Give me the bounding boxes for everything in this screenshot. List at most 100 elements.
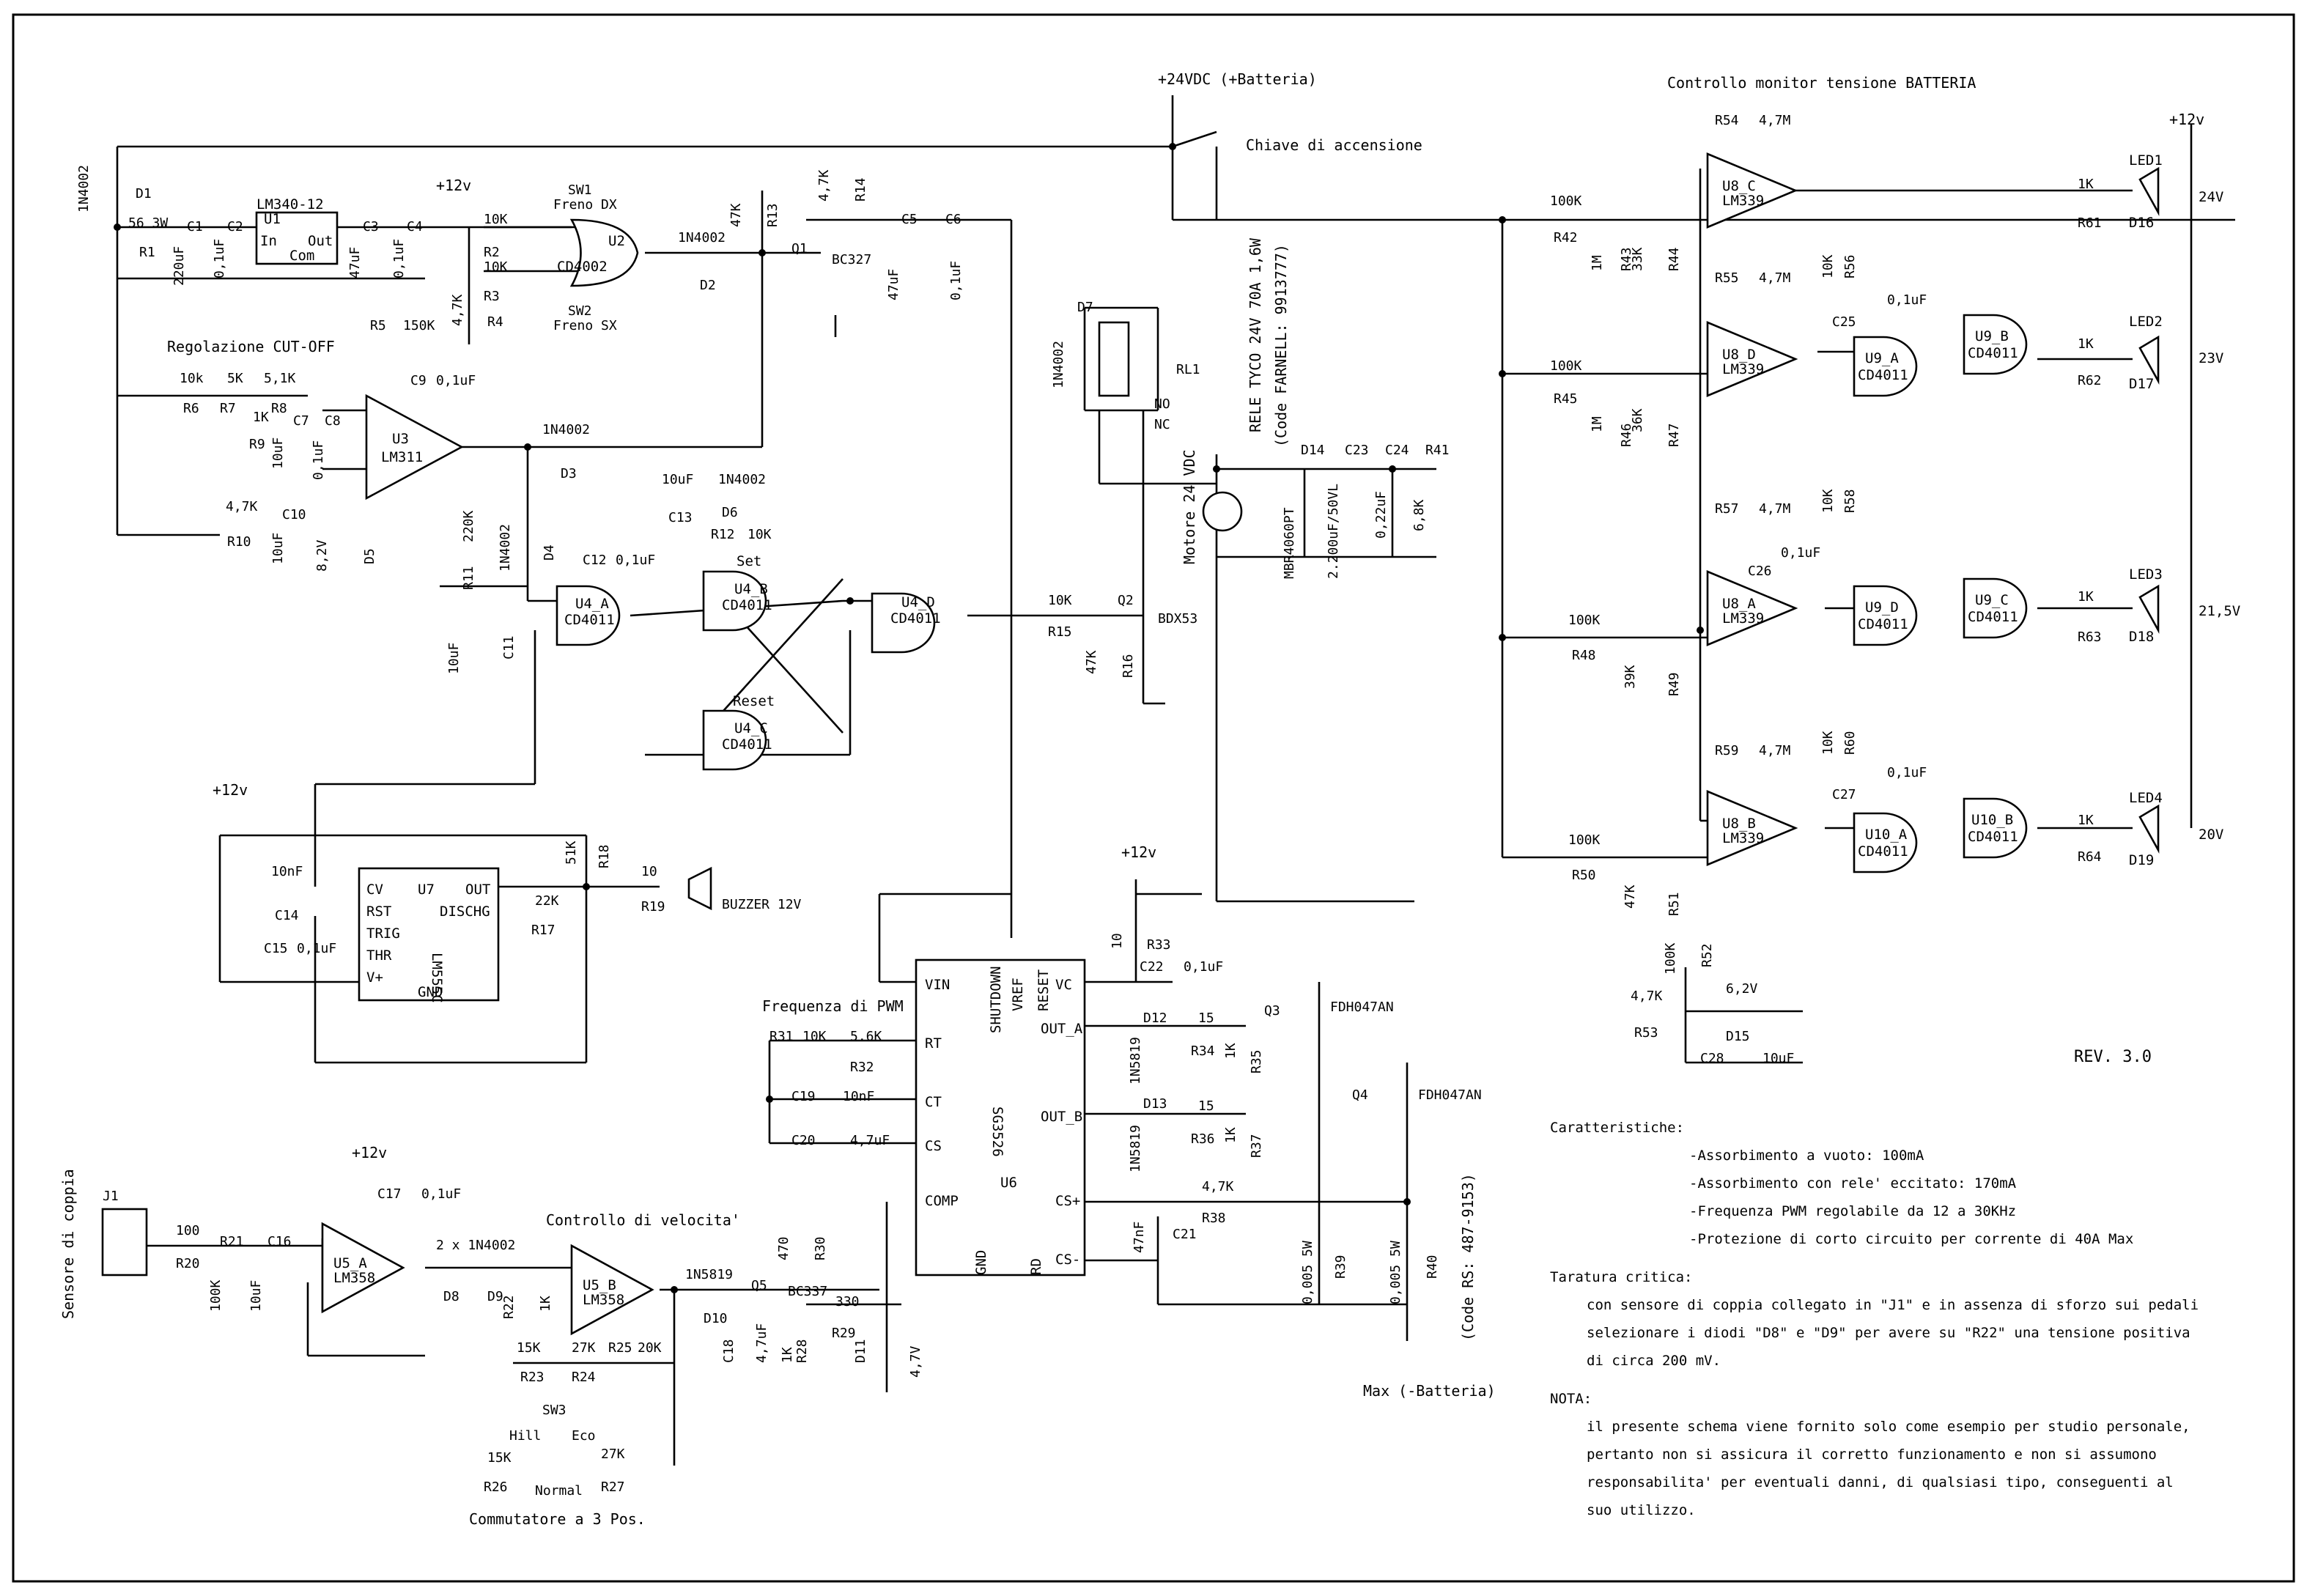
u7-type: LM555C: [429, 953, 445, 1003]
u8c-type: LM339: [1722, 193, 1764, 209]
d15-ref: D15: [1726, 1029, 1750, 1044]
u6-vc: VC: [1055, 977, 1072, 993]
u4a-ref: U4_A: [575, 596, 609, 612]
r36-ref: R36: [1191, 1131, 1215, 1147]
u7-thr: THR: [366, 947, 392, 964]
r37-value: 1K: [1223, 1127, 1239, 1143]
u2-gate: [569, 218, 639, 287]
u6-reset: RESET: [1036, 969, 1052, 1011]
c17-ref: C17: [377, 1186, 402, 1202]
c5-ref: C5: [901, 212, 918, 227]
sheet-border: [12, 13, 2295, 1583]
characteristics-title: Caratteristiche:: [1550, 1120, 1685, 1136]
c20-value: 4,7uF: [850, 1133, 890, 1148]
q3-type: FDH047AN: [1330, 1000, 1394, 1015]
r7-ref: R7: [220, 401, 236, 416]
r18-ref: R18: [597, 844, 612, 868]
u5a-opamp: [321, 1222, 405, 1314]
r62-value: 1K: [2078, 336, 2094, 352]
u9b-ref: U9_B: [1975, 328, 2009, 344]
u6-outa: OUT_A: [1041, 1021, 1083, 1037]
u4c-gate: [702, 709, 767, 771]
c7-ref: C7: [293, 413, 309, 429]
d14-ref: D14: [1301, 443, 1325, 458]
c18-ref: C18: [721, 1339, 737, 1363]
calibration-line-2: selezionare i diodi "D8" e "D9" per aver…: [1587, 1325, 2190, 1341]
r38-value: 4,7K: [1202, 1179, 1234, 1194]
u8c-opamp: [1706, 152, 1798, 229]
r58-ref: R58: [1842, 489, 1858, 513]
nota-line-4: suo utilizzo.: [1587, 1502, 1696, 1518]
c15-value: 0,1uF: [297, 941, 336, 956]
u6-type: SG3526: [989, 1107, 1005, 1157]
r59-value: 4,7M: [1759, 743, 1791, 758]
u9d-ref: U9_D: [1865, 599, 1899, 616]
d11-value: 4,7V: [908, 1345, 923, 1378]
r19-ref: R19: [641, 899, 665, 915]
r27-ref: R27: [601, 1479, 625, 1495]
r63-value: 1K: [2078, 589, 2094, 605]
d5-ref: D5: [362, 548, 377, 564]
u4a-type: CD4011: [564, 612, 615, 628]
u8a-ref: U8_A: [1722, 596, 1756, 612]
u8d-ref: U8_D: [1722, 347, 1756, 363]
u5b-opamp: [570, 1244, 654, 1336]
r50-ref: R50: [1572, 868, 1596, 883]
r52-ref: R52: [1699, 943, 1715, 967]
buzzer-label: BUZZER 12V: [722, 897, 802, 912]
d12-ref: D12: [1143, 1011, 1167, 1026]
u9b-type: CD4011: [1968, 345, 2018, 361]
u6-ct: CT: [925, 1094, 942, 1110]
sw3-eco: Eco: [572, 1428, 596, 1444]
q1-ref: Q1: [791, 241, 808, 256]
u4c-ref: U4_C: [734, 720, 768, 736]
u5a-ref: U5_A: [333, 1255, 367, 1271]
u1-type: LM340-12: [256, 196, 324, 213]
r48-ref: R48: [1572, 648, 1596, 663]
r22-ref: R22: [501, 1295, 517, 1319]
u8a-type: LM339: [1722, 610, 1764, 627]
c19-value: 10nF: [843, 1089, 874, 1104]
label-minus: Max (-Batteria): [1363, 1382, 1496, 1400]
vcc-sg3526: +12v: [1121, 843, 1156, 861]
r16-value: 47K: [1084, 650, 1099, 674]
u1-body: [255, 211, 339, 265]
r23-value: 15K: [517, 1340, 541, 1356]
u3-type: LM311: [381, 449, 423, 465]
r47-value: 36K: [1630, 408, 1645, 432]
u8d-type: LM339: [1722, 361, 1764, 377]
u5a-type: LM358: [333, 1270, 375, 1286]
d3-ref: D3: [561, 466, 577, 481]
c27-value: 0,1uF: [1887, 765, 1927, 780]
r35-ref: R35: [1249, 1049, 1264, 1074]
r28-ref: R28: [794, 1339, 810, 1363]
c2-ref: C2: [227, 219, 243, 234]
r57-value: 4,7M: [1759, 501, 1791, 517]
r9-value: 1K: [253, 410, 269, 425]
r15-ref: R15: [1048, 624, 1072, 640]
d1-value: 1N4002: [76, 165, 92, 213]
c25-ref: C25: [1832, 314, 1856, 330]
d6-ref: D6: [722, 505, 738, 520]
r61-value: 1K: [2078, 177, 2094, 192]
sw1-ref: SW1: [568, 182, 592, 198]
c9-ref: C9: [410, 373, 427, 388]
c2-value: 0,1uF: [212, 239, 227, 278]
q1-type: BC327: [832, 252, 871, 267]
label-farnell: (Code FARNELL: 9913777): [1272, 244, 1290, 447]
r17-value: 22K: [535, 893, 559, 909]
sw2-ref: SW2: [568, 303, 592, 319]
r35-value: 1K: [1223, 1043, 1239, 1059]
characteristic-line-4: -Protezione di corto circuito per corren…: [1689, 1231, 2134, 1247]
q4-type: FDH047AN: [1418, 1087, 1482, 1103]
r19-value: 10: [641, 864, 657, 879]
r21-ref: R21: [220, 1234, 244, 1249]
r33-ref: R33: [1147, 937, 1171, 953]
title-torque-sensor: Sensore di coppia: [59, 1169, 77, 1319]
d11-ref: D11: [853, 1339, 868, 1363]
u6-gnd: GND: [973, 1250, 989, 1275]
d7-ref: D7: [1077, 300, 1093, 315]
motor-symbol: [1202, 491, 1243, 532]
d18-ref: D18: [2129, 629, 2154, 645]
